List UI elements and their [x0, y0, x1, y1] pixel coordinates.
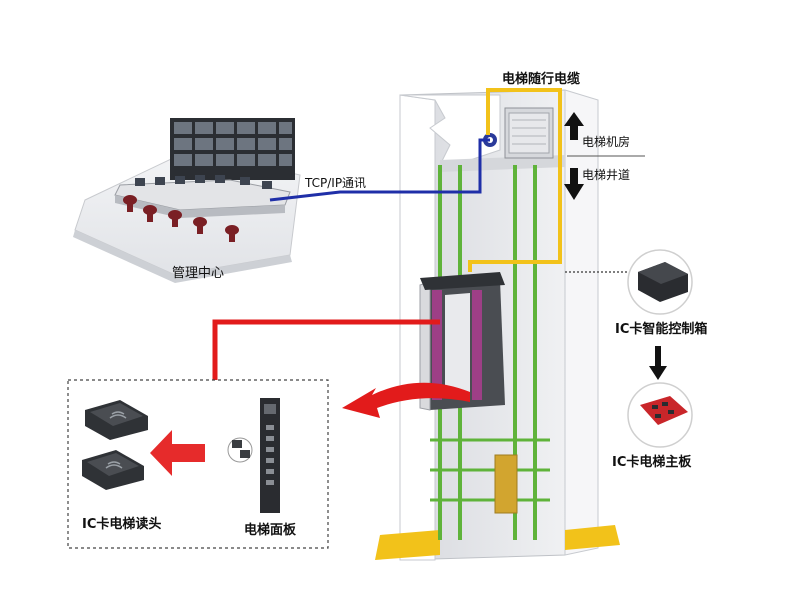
machine-room-cabinet: [483, 107, 554, 159]
arrow-down-icon: [564, 168, 584, 200]
label-machine-room: 电梯机房: [582, 135, 631, 149]
curved-red-arrow-icon: [342, 382, 470, 418]
label-management-center: 管理中心: [172, 266, 225, 281]
mini-reader-devices: [227, 437, 253, 463]
tcp-ip-link: [269, 138, 490, 202]
label-ic-controller: IC卡智能控制箱: [615, 322, 708, 337]
chairs: [123, 195, 239, 242]
ic-controller-device: [627, 249, 693, 315]
label-tcp-ip: TCP/IP通讯: [305, 176, 367, 190]
operator-desk: [114, 175, 291, 218]
label-elevator-panel: 电梯面板: [244, 523, 297, 538]
arrow-down-to-mainboard-icon: [649, 346, 667, 380]
ic-reader-device: [82, 400, 148, 490]
car-to-panel-link: [212, 319, 440, 380]
elevator-panel-device: [260, 398, 280, 513]
traveling-cable: [468, 88, 562, 272]
label-ic-mainboard: IC卡电梯主板: [612, 455, 692, 470]
label-hoistway: 电梯井道: [582, 168, 631, 182]
reader-panel-box: [67, 379, 329, 549]
red-arrow-left-icon: [150, 430, 205, 476]
elevator-car: [419, 272, 518, 514]
label-ic-reader: IC卡电梯读头: [82, 517, 162, 532]
label-traveling-cable: 电梯随行电缆: [502, 72, 581, 87]
video-wall: [170, 118, 295, 180]
ic-mainboard-device: [627, 382, 693, 448]
arrow-up-icon: [564, 112, 584, 140]
management-center-room: [73, 118, 301, 283]
